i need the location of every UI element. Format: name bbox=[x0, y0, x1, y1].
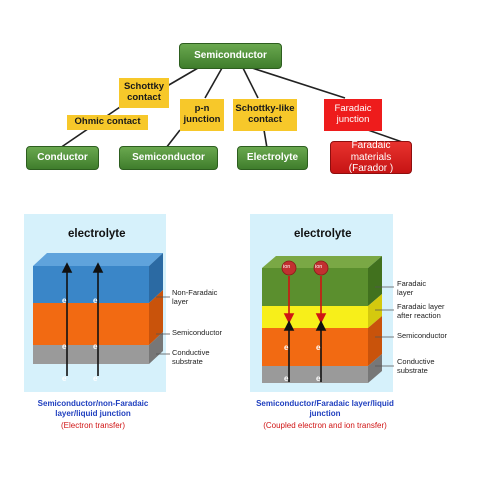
edge-label-faradaic-junction: Faradaic junction bbox=[324, 99, 382, 131]
leaf-node-label: Faradaic materials (Farador ) bbox=[348, 140, 394, 175]
left-electron-2: e bbox=[93, 296, 98, 305]
edge-label-schottky-contact: Schottky contact bbox=[119, 78, 169, 108]
right-layer-label-substrate: Conductive substrate bbox=[397, 357, 435, 375]
right-ion-1-label: ion bbox=[283, 264, 291, 270]
leaf-node-faradaic-materials: Faradaic materials (Farador ) bbox=[330, 140, 412, 175]
right-ion-2-label: ion bbox=[315, 264, 323, 270]
left-electron-4: e bbox=[93, 342, 98, 351]
left-electron-1: e bbox=[62, 296, 67, 305]
right-electron-1: e bbox=[284, 343, 289, 352]
left-layer-label-substrate: Conductive substrate bbox=[172, 348, 210, 366]
right-electron-3: e bbox=[284, 374, 289, 383]
left-electron-5: e bbox=[62, 374, 67, 383]
left-layer-label-non-faradaic: Non-Faradaic layer bbox=[172, 288, 218, 306]
left-layer-label-semiconductor: Semiconductor bbox=[172, 328, 223, 337]
leaf-node-label: Semiconductor bbox=[132, 152, 205, 164]
tree-connectors bbox=[59, 67, 406, 149]
leaf-node-electrolyte: Electrolyte bbox=[237, 146, 308, 170]
right-caption-sub: (Coupled electron and ion transfer) bbox=[263, 421, 387, 430]
edge-label-text: Schottky-like contact bbox=[235, 103, 295, 125]
right-panel-title: electrolyte bbox=[294, 228, 352, 240]
root-node-label: Semiconductor bbox=[194, 50, 267, 62]
root-node-semiconductor: Semiconductor bbox=[179, 43, 282, 69]
left-panel-title: electrolyte bbox=[68, 228, 126, 240]
left-electron-6: e bbox=[93, 374, 98, 383]
edge-label-text: Ohmic contact bbox=[74, 116, 141, 128]
left-caption-sub: (Electron transfer) bbox=[60, 421, 126, 430]
edge-label-text: Faradaic junction bbox=[334, 103, 372, 125]
left-caption-title: Semiconductor/non-Faradaic layer/liquid … bbox=[37, 399, 149, 418]
leaf-node-semiconductor: Semiconductor bbox=[119, 146, 218, 170]
left-electron-3: e bbox=[62, 342, 67, 351]
edge-label-text: Schottky contact bbox=[123, 81, 165, 103]
right-caption-title: Semiconductor/Faradaic layer/liquid junc… bbox=[256, 399, 394, 418]
edge-label-text: p-n junction bbox=[183, 103, 221, 125]
leaf-node-conductor: Conductor bbox=[26, 146, 99, 170]
edge-label-ohmic-contact: Ohmic contact bbox=[67, 115, 148, 130]
edge-label-pn-junction: p-n junction bbox=[180, 99, 224, 131]
right-electron-4: e bbox=[316, 374, 321, 383]
leaf-node-label: Electrolyte bbox=[246, 152, 299, 164]
edge-label-schottky-like-contact: Schottky-like contact bbox=[233, 99, 297, 131]
right-electron-2: e bbox=[316, 343, 321, 352]
leaf-node-label: Conductor bbox=[37, 152, 88, 164]
right-layer-label-after-reaction: Faradaic layer after reaction bbox=[397, 302, 445, 320]
right-layer-label-semiconductor: Semiconductor bbox=[397, 331, 448, 340]
right-layer-label-faradaic: Faradaic layer bbox=[397, 279, 427, 297]
